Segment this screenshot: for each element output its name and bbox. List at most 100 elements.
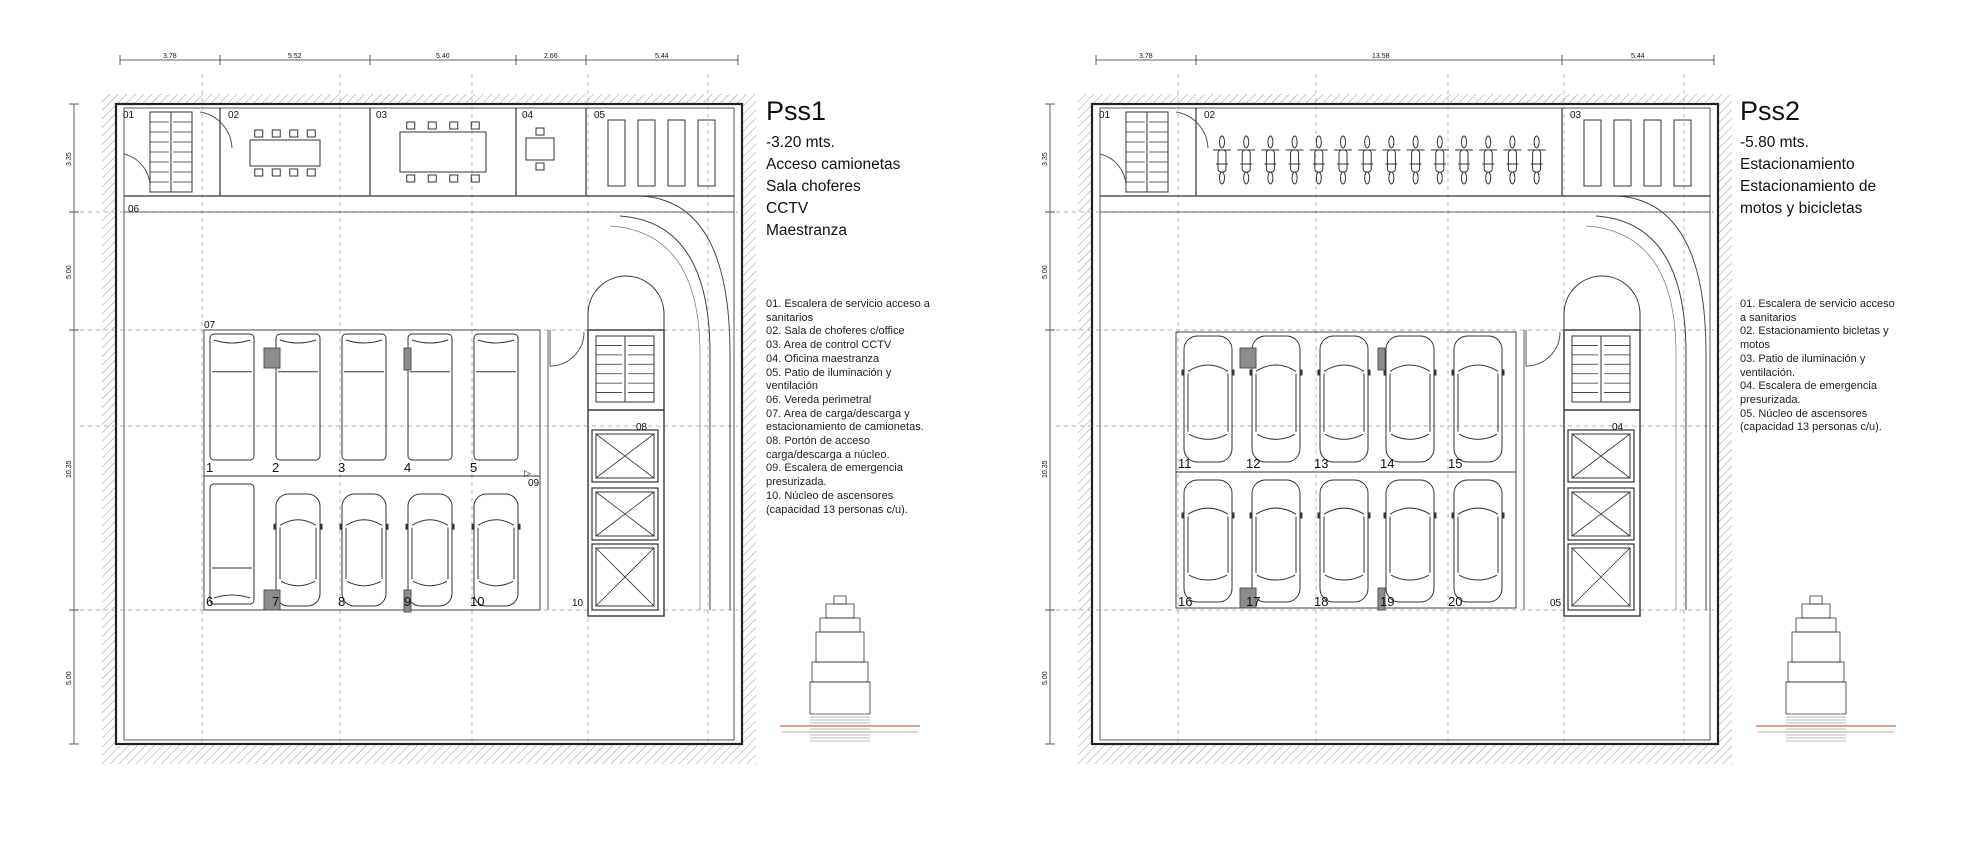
chair [406,121,416,130]
car-mirror [1249,512,1253,519]
moto-wheel [1340,171,1346,185]
dimension-label: 13.58 [1372,53,1390,60]
elevator-car [1571,433,1631,479]
parking-spot-number: 6 [206,594,213,609]
table-top [399,131,487,173]
car-icon [1317,335,1371,463]
parking-spot-number: 15 [1448,456,1462,471]
plan-title: Pss2 [1740,96,1801,126]
parking-spot-number: 5 [470,460,477,475]
legend-note: 03. Area de control CCTV [766,339,892,352]
parking-spot-number: 8 [338,594,345,609]
wall-hatch [1078,744,1732,764]
legend-note: 04. Escalera de emergencia [1740,380,1877,393]
van-windshield [345,339,383,344]
van-body [473,333,519,461]
legend-note: presurizada. [1740,393,1801,406]
ramp-curve [619,215,711,355]
elevator-diagonal [595,547,655,607]
car-windshield [1389,507,1431,515]
car-icon [471,493,521,607]
elevator-outline [1567,487,1635,541]
light-well-planter [637,119,656,187]
moto-body [1265,149,1275,173]
car-mirror [471,523,475,530]
car-rear-window [280,580,316,587]
chair [470,174,480,183]
door-swing [1525,330,1561,367]
ramp-curve [639,195,731,355]
moto-body [1290,149,1300,173]
outer-wall [1090,102,1720,746]
moto-body [1241,149,1251,173]
car-body [473,493,519,607]
inner-wall [1099,107,1711,741]
chair [271,129,281,138]
car-rear-window [1458,433,1498,440]
wall-hatch [1078,104,1092,744]
car-rear-window [1256,433,1296,440]
room-tag: 05 [594,110,606,121]
car-windshield [1323,364,1365,372]
car-rear-window [1390,433,1430,440]
car-mirror [1231,369,1235,376]
motorcycle-icon [1406,135,1425,185]
light-well-planter [1673,119,1692,187]
chair [406,174,416,183]
car-windshield [279,519,317,526]
plan-subtitle: Maestranza [766,222,847,239]
parking-spot-number: 19 [1380,594,1394,609]
plan-subtitle: Sala choferes [766,178,861,195]
outer-wall [114,102,744,746]
structural-column [1239,587,1257,609]
moto-body [1217,149,1227,173]
section-tier [1785,681,1847,715]
car-body [1453,479,1503,603]
car-windshield [1457,507,1499,515]
van-body [209,483,255,605]
elevator-car [595,491,655,537]
legend-note: 01. Escalera de servicio acceso [1740,298,1895,310]
moto-wheel [1364,171,1371,185]
dimension-label: 3.35 [66,152,73,166]
room-tag: 02 [228,110,240,121]
chair [289,129,299,138]
van-windshield [279,339,317,344]
car-windshield [1255,507,1297,515]
moto-wheel [1533,171,1540,185]
car-mirror [1501,512,1505,519]
structural-column [1239,347,1257,369]
elevator-diagonal [595,433,655,479]
moto-body [1362,149,1372,173]
dimension-label: 5.52 [288,53,302,60]
car-mirror [1299,512,1303,519]
car-body [1183,479,1233,603]
dimension-label: 5.00 [1042,671,1049,685]
parking-spot-number: 13 [1314,456,1328,471]
room-tag: 04 [522,110,534,121]
room-tag: 01 [1099,110,1111,121]
car-rear-window [1458,574,1498,581]
car-windshield [1389,364,1431,372]
core-arch [587,275,665,330]
wall-hatch [102,104,116,744]
car-icon [1451,479,1505,603]
moto-wheel [1533,135,1540,149]
moto-body [1314,149,1324,173]
legend-note: 02. Sala de choferes c/office [766,325,905,338]
car-icon [1451,335,1505,463]
elevator-outline [1567,543,1635,611]
car-icon [339,493,389,607]
elevator-car [1571,547,1631,607]
motorcycle-icon [1455,135,1473,185]
table-top [249,139,321,167]
door-swing [549,330,585,367]
van-windshield [213,339,251,344]
core-outline [587,329,665,617]
plan-subtitle: Estacionamiento de [1740,178,1877,195]
table-icon [399,121,487,183]
section-tier [809,681,871,715]
legend-note: (capacidad 13 personas c/u). [1740,421,1882,434]
legend-note: a sanitarios [1740,311,1797,324]
motorcycle-icon [1285,135,1304,185]
